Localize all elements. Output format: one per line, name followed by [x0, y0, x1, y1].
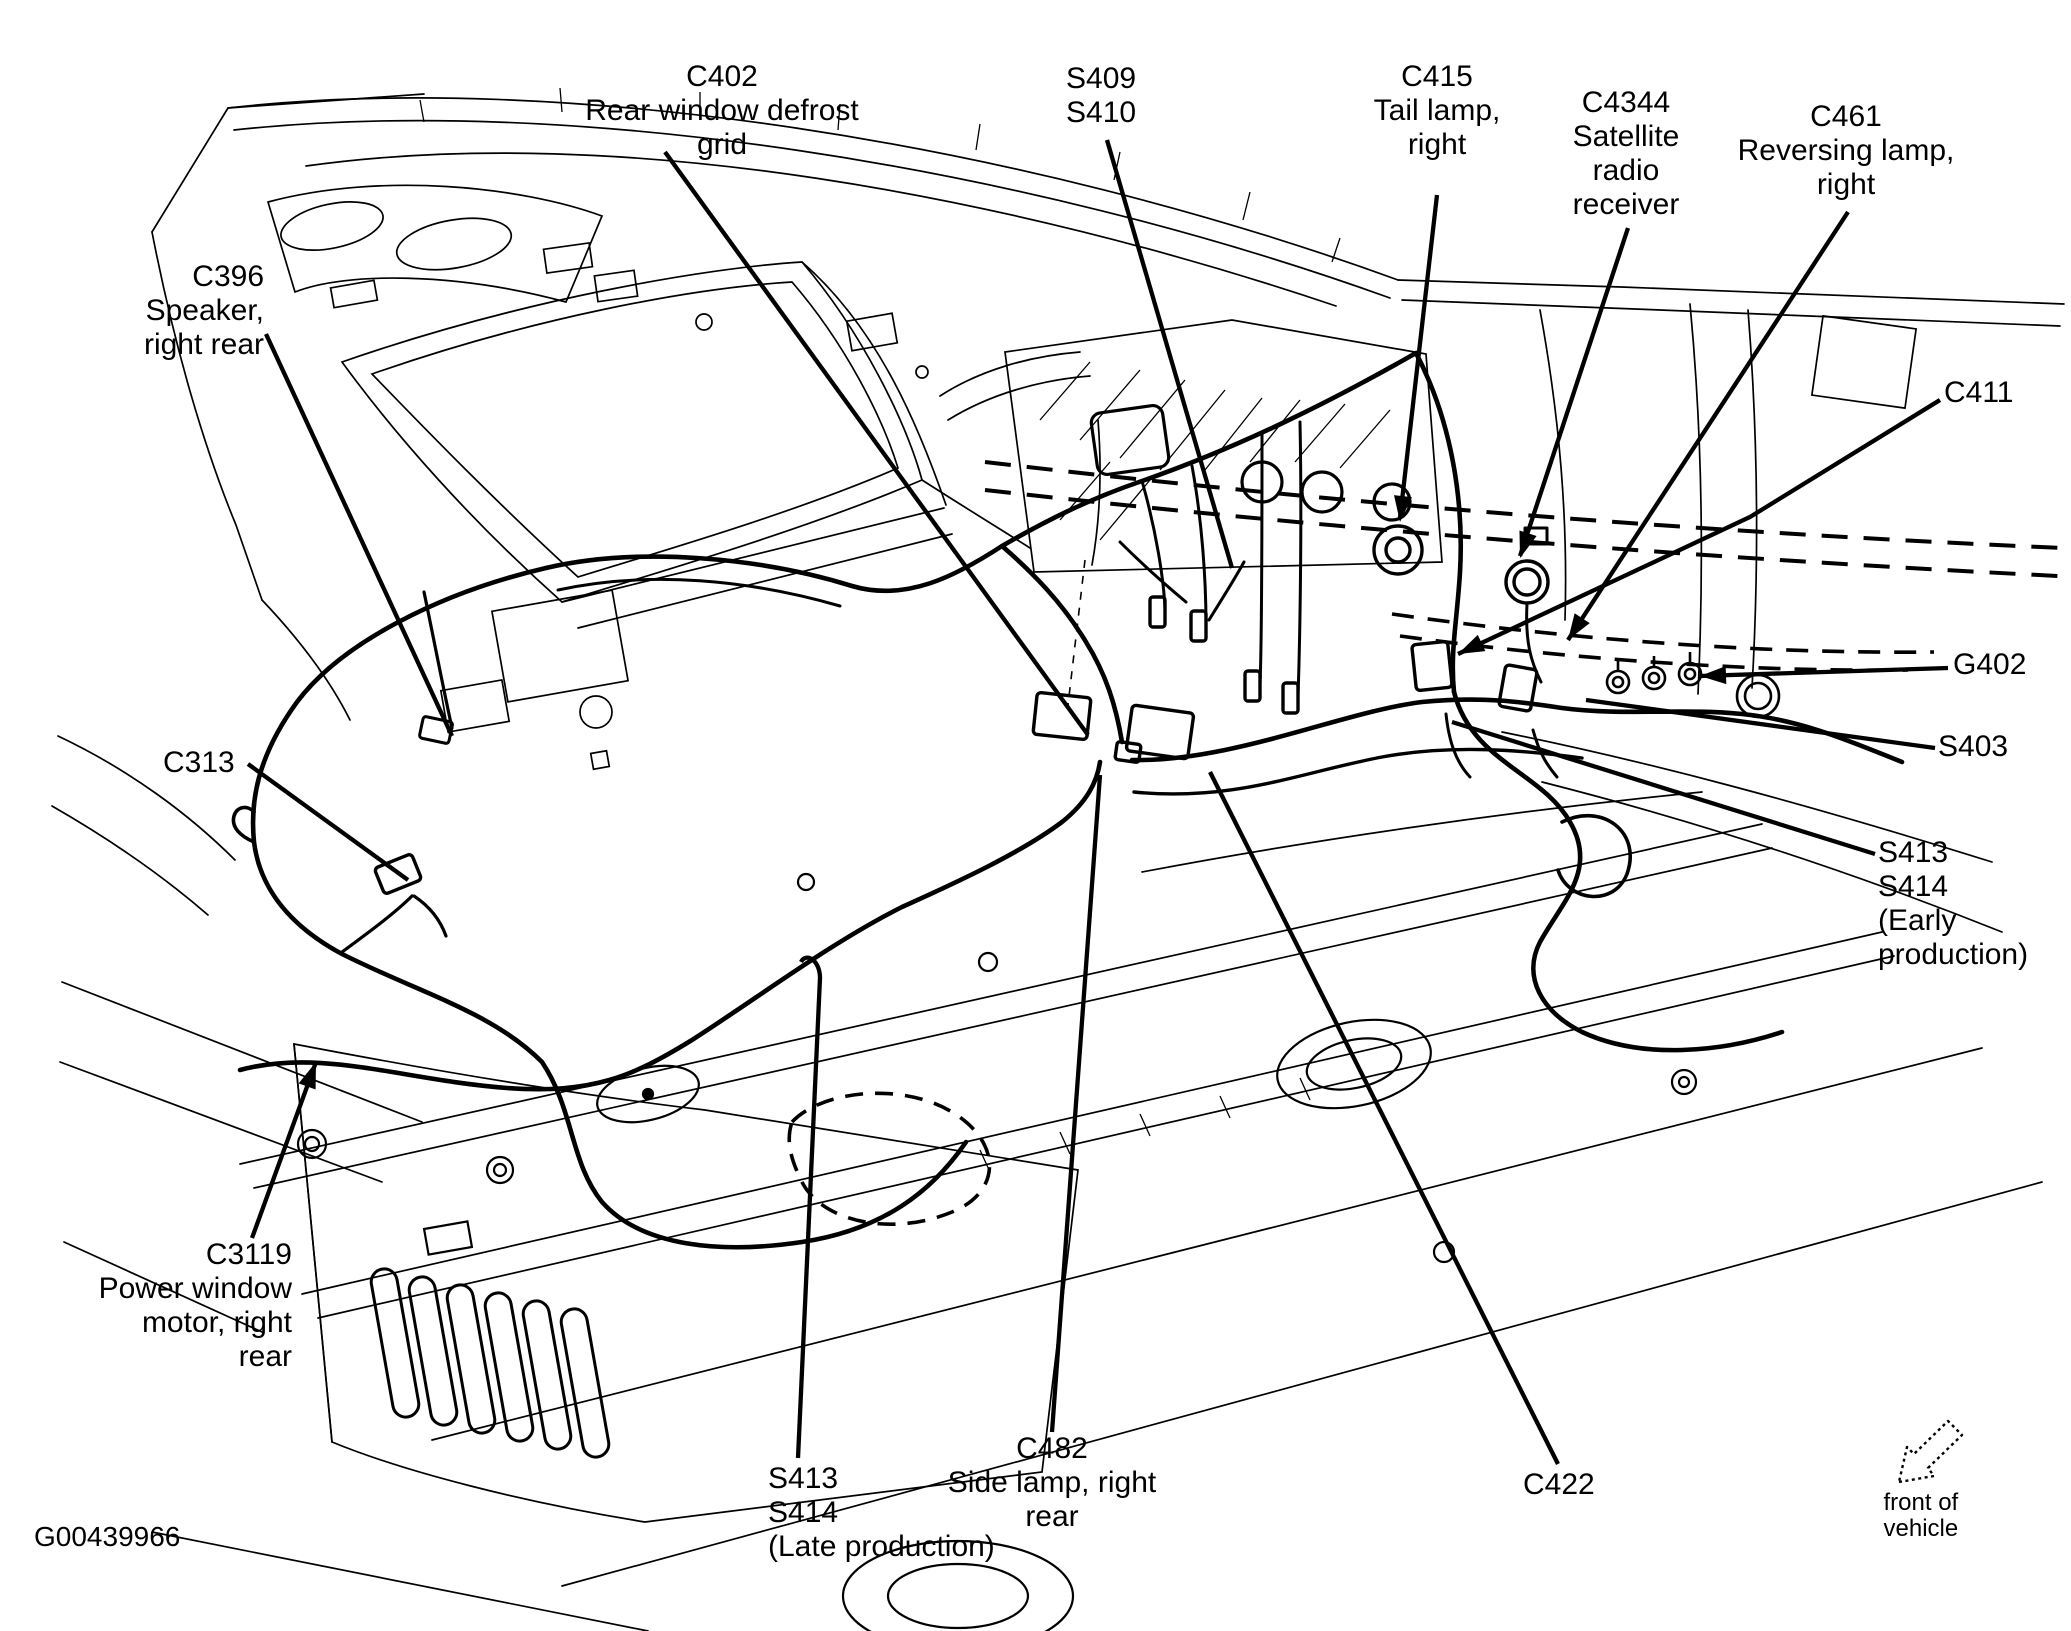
callout-c482-line: Side lamp, right: [947, 1466, 1157, 1499]
arrowhead-c415: [1394, 495, 1412, 522]
hatch-ticks: [420, 88, 1390, 1172]
callout-c3119-line: rear: [238, 1340, 292, 1373]
callout-s403: S403: [1938, 730, 2008, 764]
leader-line-s409-s410: [1107, 140, 1232, 568]
connector-c482: [1033, 692, 1091, 739]
callout-c411-line: C411: [1944, 376, 2014, 409]
callout-s413-s414-early-line: (Early: [1878, 904, 1957, 937]
callout-s413-s414-early: S413 S414 (Early production): [1878, 836, 2028, 972]
callout-s409-s410-line: S409: [1066, 62, 1137, 95]
tail-lamp-opening: [1374, 484, 1410, 520]
body-structure-lines: [52, 94, 2064, 1631]
callout-c3119-line: motor, right: [141, 1306, 292, 1339]
callout-c3119: C3119 Power window motor, right rear: [99, 1238, 292, 1374]
callout-s413-s414-late-line: S414: [768, 1496, 839, 1529]
leader-line-s413-s414-late: [798, 958, 820, 1458]
leader-arrowheads: [298, 495, 1727, 1090]
callout-s413-s414-late-line: (Late production): [768, 1530, 995, 1563]
callout-c402-line: grid: [696, 128, 748, 161]
leader-lines: [248, 140, 1948, 1464]
dashed-harness-runs: [789, 462, 2062, 1224]
callout-s413-s414-late: S413 S414 (Late production): [768, 1462, 995, 1564]
callout-c313-line: C313: [163, 746, 235, 779]
callout-s409-s410-line: S410: [1066, 96, 1137, 129]
callout-c4344-line: Satellite: [1572, 120, 1680, 153]
leader-line-g402: [1700, 668, 1948, 676]
callout-s413-s414-late-line: S413: [768, 1462, 839, 1495]
callout-c415-line: C415: [1401, 60, 1473, 93]
wiring-harness: [233, 353, 1902, 1247]
leader-line-c402: [665, 152, 1088, 735]
callout-c4344-line: radio: [1592, 154, 1660, 187]
callout-c402-line: C402: [686, 60, 758, 93]
connector-c411: [1412, 641, 1453, 691]
callout-c4344-line: C4344: [1581, 86, 1671, 119]
arrowhead-c411: [1458, 634, 1486, 654]
callout-c402: C402 Rear window defrost grid: [585, 60, 858, 162]
arrowhead-c461: [1568, 613, 1590, 640]
callout-c422-line: C422: [1523, 1468, 1595, 1501]
callout-c3119-line: Power window: [98, 1272, 292, 1305]
connector-c313: [374, 854, 422, 895]
callout-c396: C396 Speaker, right rear: [144, 260, 264, 362]
tail-lamp-opening: [1242, 462, 1282, 502]
callout-c422: C422: [1523, 1468, 1595, 1502]
callout-c313: C313: [163, 746, 235, 780]
callout-c4344-line: receiver: [1572, 188, 1680, 221]
arrowhead-c4344: [1519, 530, 1537, 558]
callout-c482-line: rear: [1025, 1500, 1079, 1533]
callout-g402-line: G402: [1953, 648, 2027, 681]
connector-c422: [1126, 705, 1194, 759]
callout-s403-line: S403: [1938, 730, 2009, 763]
callout-c482-line: C482: [1016, 1432, 1088, 1465]
tail-lamp-socket: [1374, 526, 1422, 574]
callout-c482: C482 Side lamp, right rear: [948, 1432, 1156, 1534]
connectors: [374, 404, 1779, 894]
callout-s413-s414-early-line: S414: [1878, 870, 1949, 903]
callout-s409-s410: S409 S410: [1066, 62, 1136, 130]
callout-c396-line: Speaker,: [145, 294, 264, 327]
leader-line-c422: [1210, 772, 1558, 1464]
callout-c461-line: Reversing lamp,: [1737, 134, 1955, 167]
leader-line-s413-s414-early: [1452, 722, 1875, 854]
callout-c415-line: Tail lamp,: [1373, 94, 1501, 127]
connector-c461: [1499, 665, 1538, 712]
callout-c461-line: right: [1816, 168, 1876, 201]
leader-line-c415: [1400, 195, 1437, 518]
callout-c396-line: right rear: [143, 328, 264, 361]
callout-c415-line: right: [1407, 128, 1467, 161]
satellite-radio-receiver-grommet: [1506, 561, 1548, 603]
callout-s413-s414-early-line: production): [1878, 938, 2029, 971]
callout-c415: C415 Tail lamp, right: [1374, 60, 1501, 162]
callout-g402: G402: [1953, 648, 2026, 682]
door-vent-slots: [369, 1267, 611, 1459]
callout-c461-line: C461: [1810, 100, 1882, 133]
callout-c396-line: C396: [192, 260, 264, 293]
tail-lamp-opening: [1302, 472, 1342, 512]
leader-line-c411: [1458, 400, 1940, 654]
arrowhead-c3119: [298, 1062, 316, 1090]
callout-s413-s414-early-line: S413: [1878, 836, 1949, 869]
leader-line-c313: [248, 764, 408, 880]
lamp-bucket-opening: [1090, 404, 1170, 475]
callout-c4344: C4344 Satellite radio receiver: [1573, 86, 1680, 222]
callout-c3119-line: C3119: [205, 1238, 292, 1271]
leader-line-c482: [1052, 775, 1100, 1432]
body-grommet: [1737, 675, 1779, 717]
front-of-vehicle-arrow-icon: [1899, 1421, 1962, 1482]
front-of-vehicle-label: front of vehicle: [1883, 1489, 1959, 1542]
callout-c411: C411: [1944, 376, 2014, 410]
leader-line-c3119: [252, 1062, 316, 1238]
leader-line-c4344: [1520, 228, 1628, 556]
leader-line-c461: [1568, 212, 1848, 640]
arrowhead-g402: [1700, 666, 1727, 685]
callout-c461: C461 Reversing lamp, right: [1738, 100, 1955, 202]
leader-line-c396: [266, 334, 452, 736]
callout-c402-line: Rear window defrost: [585, 94, 859, 127]
leader-line-s403: [1586, 700, 1935, 748]
figure-code: G00439966: [34, 1521, 181, 1552]
